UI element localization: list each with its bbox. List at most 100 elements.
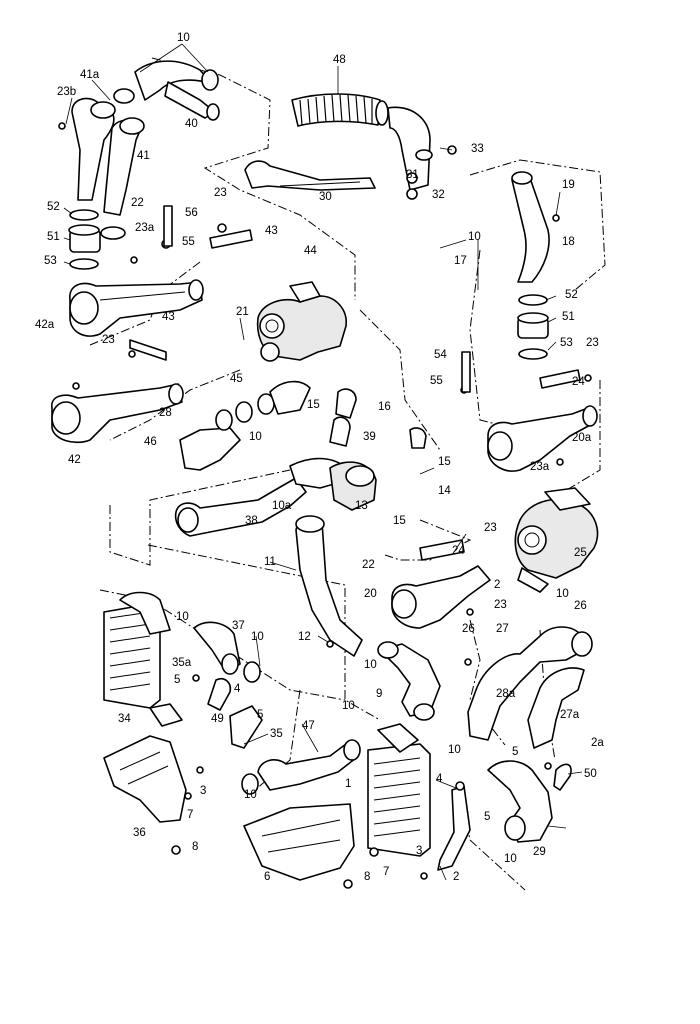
label-15-c: 15 <box>393 515 406 527</box>
pipe-42a <box>69 279 204 337</box>
intercooler-1 <box>367 723 431 857</box>
label-2a: 2a <box>591 737 604 749</box>
label-45: 45 <box>230 373 243 385</box>
label-15-a: 15 <box>307 399 320 411</box>
label-49: 49 <box>211 713 224 725</box>
label-27: 27 <box>496 623 509 635</box>
label-10-turbo: 10 <box>556 588 569 600</box>
label-38: 38 <box>245 515 258 527</box>
label-1: 1 <box>345 778 351 790</box>
pipe-11 <box>295 515 363 657</box>
label-34: 34 <box>118 713 131 725</box>
label-44: 44 <box>304 245 317 257</box>
label-18: 18 <box>562 236 575 248</box>
label-26-a: 26 <box>574 600 587 612</box>
label-10-e: 10 <box>448 744 461 756</box>
intercooler-34 <box>103 591 183 727</box>
turbocharger-44 <box>256 281 347 362</box>
label-55-top: 55 <box>182 236 195 248</box>
label-54: 54 <box>434 349 447 361</box>
label-51-right: 51 <box>562 311 575 323</box>
label-46: 46 <box>144 436 157 448</box>
label-50: 50 <box>584 768 597 780</box>
pipe-37 <box>193 621 261 683</box>
label-39: 39 <box>363 431 376 443</box>
label-4-b: 4 <box>436 773 443 785</box>
label-40: 40 <box>185 118 198 130</box>
label-14: 14 <box>438 485 451 497</box>
pipe-29 <box>487 760 553 843</box>
label-16: 16 <box>378 401 391 413</box>
label-37: 37 <box>232 620 245 632</box>
pipe-18 <box>511 171 550 283</box>
label-41a: 41a <box>80 69 100 81</box>
label-4-a: 4 <box>234 683 241 695</box>
label-10-g: 10 <box>504 853 517 865</box>
label-28a: 28a <box>496 688 516 700</box>
label-10-mid: 10 <box>249 431 262 443</box>
label-15-b: 15 <box>438 456 451 468</box>
label-3-a: 3 <box>200 785 206 797</box>
label-31: 31 <box>406 169 419 181</box>
label-32: 32 <box>432 189 445 201</box>
pipe-41a <box>71 88 135 201</box>
pipe-38 <box>174 457 349 537</box>
label-23b: 23b <box>57 86 76 98</box>
label-11: 11 <box>264 556 276 568</box>
label-28: 28 <box>159 407 172 419</box>
label-23-lower: 23 <box>494 599 507 611</box>
label-33: 33 <box>471 143 484 155</box>
label-5-c: 5 <box>512 746 518 758</box>
label-43-mid: 43 <box>162 311 175 323</box>
label-30: 30 <box>319 191 332 203</box>
label-10-d: 10 <box>342 700 355 712</box>
part-13-airbox <box>329 461 377 511</box>
label-42: 42 <box>68 454 81 466</box>
label-12: 12 <box>298 631 311 643</box>
label-7-a: 7 <box>187 809 193 821</box>
label-52-right: 52 <box>565 289 578 301</box>
label-8-b: 8 <box>364 871 370 883</box>
label-24-right: 24 <box>572 376 585 388</box>
label-20: 20 <box>364 588 377 600</box>
sleeve-stack-right <box>517 294 549 360</box>
label-27a: 27a <box>560 709 580 721</box>
small-fittings <box>58 122 592 889</box>
label-6: 6 <box>264 871 270 883</box>
label-22-mid: 22 <box>362 559 375 571</box>
label-2-mid: 2 <box>494 579 500 591</box>
pipe-41 <box>103 117 145 216</box>
air-duct-36 <box>103 735 187 823</box>
label-2-bottom: 2 <box>453 871 459 883</box>
label-52-left: 52 <box>47 201 60 213</box>
callout-labels: 10 41a 23b 48 40 41 33 31 30 32 19 52 22… <box>35 32 604 883</box>
sleeve-stack-left <box>68 209 126 270</box>
pipe-47 <box>241 739 361 795</box>
label-5-d: 5 <box>484 811 490 823</box>
pipe-20a <box>487 405 598 472</box>
label-7-b: 7 <box>383 866 389 878</box>
label-23-left: 23 <box>102 334 115 346</box>
pipe-27a <box>527 667 585 749</box>
label-25: 25 <box>574 547 587 559</box>
pipe-30 <box>244 160 376 191</box>
label-26-b: 26 <box>462 623 475 635</box>
pipe-9 <box>377 641 441 721</box>
label-43-top: 43 <box>265 225 278 237</box>
label-53-right: 53 <box>560 337 573 349</box>
label-22-top: 22 <box>131 197 144 209</box>
label-10a: 10a <box>272 500 292 512</box>
label-10-top: 10 <box>177 32 190 44</box>
label-21: 21 <box>236 306 249 318</box>
bracket-2-4 <box>437 781 471 871</box>
label-17: 17 <box>454 255 467 267</box>
leader-lines <box>63 43 583 881</box>
pipe-42 <box>51 383 184 444</box>
label-42a: 42a <box>35 319 55 331</box>
pipe-27 <box>467 626 593 741</box>
label-41: 41 <box>137 150 150 162</box>
label-56: 56 <box>185 207 198 219</box>
label-24-turbo: 24 <box>452 545 465 557</box>
label-55-mid: 55 <box>430 375 443 387</box>
